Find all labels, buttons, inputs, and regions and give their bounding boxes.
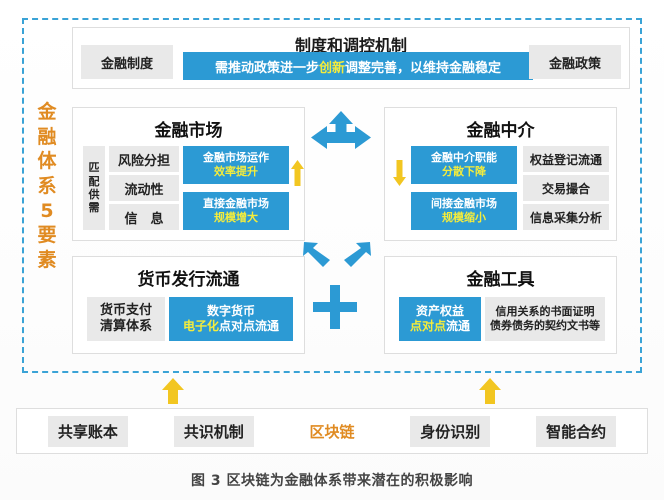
- panel-regulation-mechanism: 制度和调控机制 金融制度 需推动政策进一步创新调整完善，以维持金融稳定 金融政策: [72, 27, 630, 89]
- policy-text-suffix: 调整完善，以维持金融稳定: [345, 60, 502, 76]
- chip-information-analysis: 信息采集分析: [523, 204, 609, 230]
- chip-policy-innovation-statement: 需推动政策进一步创新调整完善，以维持金融稳定: [183, 52, 533, 80]
- chip-shared-ledger[interactable]: 共享账本: [47, 415, 128, 447]
- chip-line1: 数字货币: [206, 304, 255, 318]
- up-arrow-yellow-icon-right: [479, 378, 501, 404]
- down-arrow-yellow-icon: [393, 160, 406, 186]
- chip-line2-rest: 流通: [446, 319, 471, 333]
- vertical-label-char: 素: [37, 249, 57, 272]
- list-financial-market-impacts: 金融市场运作 效率提升 直接金融市场 规模增大: [183, 146, 289, 230]
- panel-currency-issuance: 货币发行流通 货币支付 清算体系 数字货币 电子化点对点流通: [72, 256, 305, 354]
- chip-line2-highlight: 电子化: [182, 319, 219, 333]
- chip-information: 信 息: [109, 204, 179, 230]
- chip-line2-rest: 点对点流通: [219, 319, 280, 333]
- chip-asset-rights-p2p: 资产权益 点对点流通: [399, 297, 481, 341]
- chip-smart-contract[interactable]: 智能合约: [536, 415, 617, 447]
- diagonal-up-left-arrow-icon: [303, 242, 330, 267]
- chip-identity-recognition[interactable]: 身份识别: [410, 415, 491, 447]
- panel-financial-market: 金融市场 匹 配 供 需 风险分担 流动性 信 息 金融市场运作 效率提升 直接…: [72, 107, 305, 241]
- chip-consensus-mechanism[interactable]: 共识机制: [173, 415, 254, 447]
- vertical-label-char: 金: [37, 101, 57, 123]
- chip-line1: 金融中介职能: [431, 151, 497, 165]
- vertical-label-char: 融: [37, 125, 57, 148]
- chip-indirect-market-scale: 间接金融市场 规模缩小: [411, 192, 517, 230]
- chip-credit-contract-documents: 信用关系的书面证明 债券债务的契约文书等: [485, 297, 605, 341]
- chip-line2-highlight: 规模增大: [214, 211, 258, 224]
- chip-line2: 债券债务的契约文书等: [490, 319, 600, 332]
- list-financial-market-functions: 风险分担 流动性 信 息: [109, 146, 179, 230]
- panel-financial-instrument: 金融工具 资产权益 点对点流通 信用关系的书面证明 债券债务的契约文书等: [384, 256, 617, 354]
- chip-trade-matching: 交易撮合: [523, 175, 609, 201]
- panel-title-financial-instrument: 金融工具: [466, 270, 535, 290]
- panel-financial-intermediary: 金融中介 金融中介职能 分散下降 间接金融市场 规模缩小 权益登记流通 交易撮合…: [384, 107, 617, 241]
- vertical-label-char: 体: [37, 150, 57, 173]
- chip-line1: 直接金融市场: [203, 197, 269, 211]
- chip-line2-highlight: 点对点: [409, 319, 446, 333]
- chip-blockchain[interactable]: 区块链: [309, 422, 355, 441]
- chip-line1: 间接金融市场: [431, 197, 497, 211]
- vertical-label-financial-system-5-elements: 金 融 体 系 5 要 素: [30, 100, 64, 360]
- chip-intermediary-function-decentralize: 金融中介职能 分散下降: [411, 146, 517, 184]
- up-arrow-yellow-icon: [291, 160, 304, 186]
- list-intermediary-functions: 权益登记流通 交易撮合 信息采集分析: [523, 146, 609, 230]
- chip-line1: 金融市场运作: [203, 151, 269, 165]
- chip-line2-highlight: 规模缩小: [442, 211, 486, 224]
- vertical-label-char: 要: [37, 224, 57, 247]
- diagonal-up-right-arrow-icon: [344, 242, 371, 267]
- up-arrow-yellow-icon-left: [162, 378, 184, 404]
- chip-financial-policy: 金融政策: [529, 45, 621, 79]
- figure-caption: 图 3 区块链为金融体系带来潜在的积极影响: [191, 473, 473, 489]
- chip-char: 需: [88, 201, 100, 215]
- vertical-label-char: 系: [37, 175, 57, 198]
- panel-blockchain-features: 共享账本 共识机制 区块链 身份识别 智能合约: [16, 408, 648, 454]
- chip-market-operation-efficiency: 金融市场运作 效率提升: [183, 146, 289, 184]
- chip-line1: 资产权益: [415, 304, 464, 318]
- chip-line2-highlight: 效率提升: [214, 165, 258, 178]
- panel-title-currency-issuance: 货币发行流通: [137, 270, 240, 290]
- chip-char: 配: [88, 174, 100, 188]
- dashed-frame-financial-system: [22, 18, 642, 373]
- panel-title-financial-market: 金融市场: [154, 121, 223, 141]
- chip-line2-highlight: 分散下降: [442, 165, 486, 178]
- chip-char: 匹: [88, 161, 100, 175]
- chip-financial-institution: 金融制度: [81, 45, 173, 79]
- chip-risk-sharing: 风险分担: [109, 146, 179, 172]
- panel-title-financial-intermediary: 金融中介: [466, 121, 535, 141]
- chip-match-supply-demand: 匹 配 供 需: [83, 146, 105, 230]
- chip-line2: 清算体系: [99, 319, 152, 334]
- chip-line2: 点对点流通: [410, 319, 470, 334]
- chip-char: 供: [88, 188, 100, 201]
- plus-icon: [313, 285, 357, 329]
- chip-line1: 货币支付: [99, 303, 152, 319]
- panel-title-regulation-mechanism: 制度和调控机制: [294, 36, 407, 55]
- chip-digital-currency-p2p: 数字货币 电子化点对点流通: [169, 297, 293, 341]
- chip-line1: 信用关系的书面证明: [495, 304, 595, 318]
- chip-rights-registration: 权益登记流通: [523, 146, 609, 172]
- policy-text-prefix: 需推动政策进一步: [214, 60, 319, 76]
- list-intermediary-impacts: 金融中介职能 分散下降 间接金融市场 规模缩小: [411, 146, 517, 230]
- three-way-arrow-icon: [311, 111, 371, 149]
- chip-direct-market-scale: 直接金融市场 规模增大: [183, 192, 289, 230]
- vertical-label-char: 5: [40, 199, 54, 222]
- chip-payment-clearing-system: 货币支付 清算体系: [87, 297, 165, 341]
- policy-text-highlight: 创新: [318, 60, 345, 76]
- chip-liquidity: 流动性: [109, 175, 179, 201]
- chip-line2: 电子化点对点流通: [183, 319, 279, 334]
